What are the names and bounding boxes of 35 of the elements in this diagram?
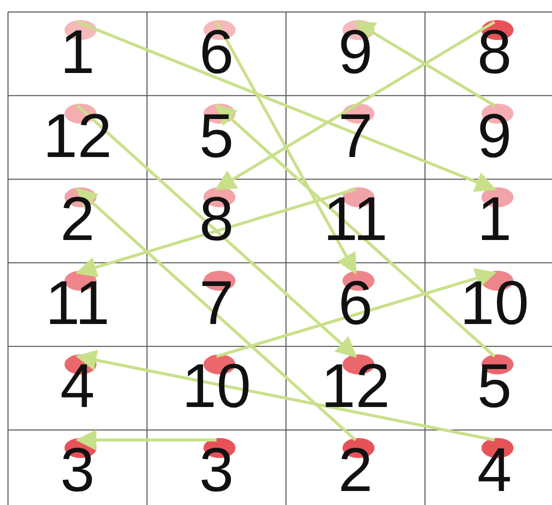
grid-number: 1	[477, 189, 512, 252]
grid-number: 2	[338, 440, 373, 502]
arrow	[76, 188, 356, 442]
grid-number: 11	[45, 272, 110, 335]
grid-number: 5	[199, 106, 234, 168]
arrow	[75, 350, 495, 442]
arrow	[214, 104, 496, 358]
grid-number: 6	[338, 272, 373, 335]
grid-number: 10	[182, 356, 251, 418]
arrow	[354, 20, 496, 107]
arrow	[215, 21, 357, 275]
arrow	[76, 188, 356, 278]
grid-number: 7	[199, 272, 234, 335]
arrow	[76, 20, 496, 192]
grid-number: 11	[323, 189, 388, 252]
grid-number: 5	[477, 356, 512, 418]
grid-number: 12	[43, 106, 112, 168]
arrow	[75, 430, 216, 450]
grid-number: 3	[60, 440, 95, 502]
grid-number: 1	[60, 22, 95, 84]
grid-number: 3	[199, 440, 234, 502]
grid-number: 12	[321, 356, 390, 418]
grid-number: 10	[460, 272, 529, 335]
arrow	[214, 20, 496, 190]
arrow	[216, 268, 496, 358]
grid-number: 7	[338, 106, 373, 168]
grid-number: 4	[60, 356, 95, 418]
grid-number: 4	[477, 440, 512, 502]
grid-number: 2	[60, 189, 95, 252]
grid-number: 6	[199, 22, 234, 84]
arrow	[76, 104, 358, 358]
grid-number: 9	[338, 22, 373, 84]
grid-number: 8	[199, 189, 234, 252]
grid-number: 8	[477, 22, 512, 84]
grid-number: 9	[477, 106, 512, 168]
